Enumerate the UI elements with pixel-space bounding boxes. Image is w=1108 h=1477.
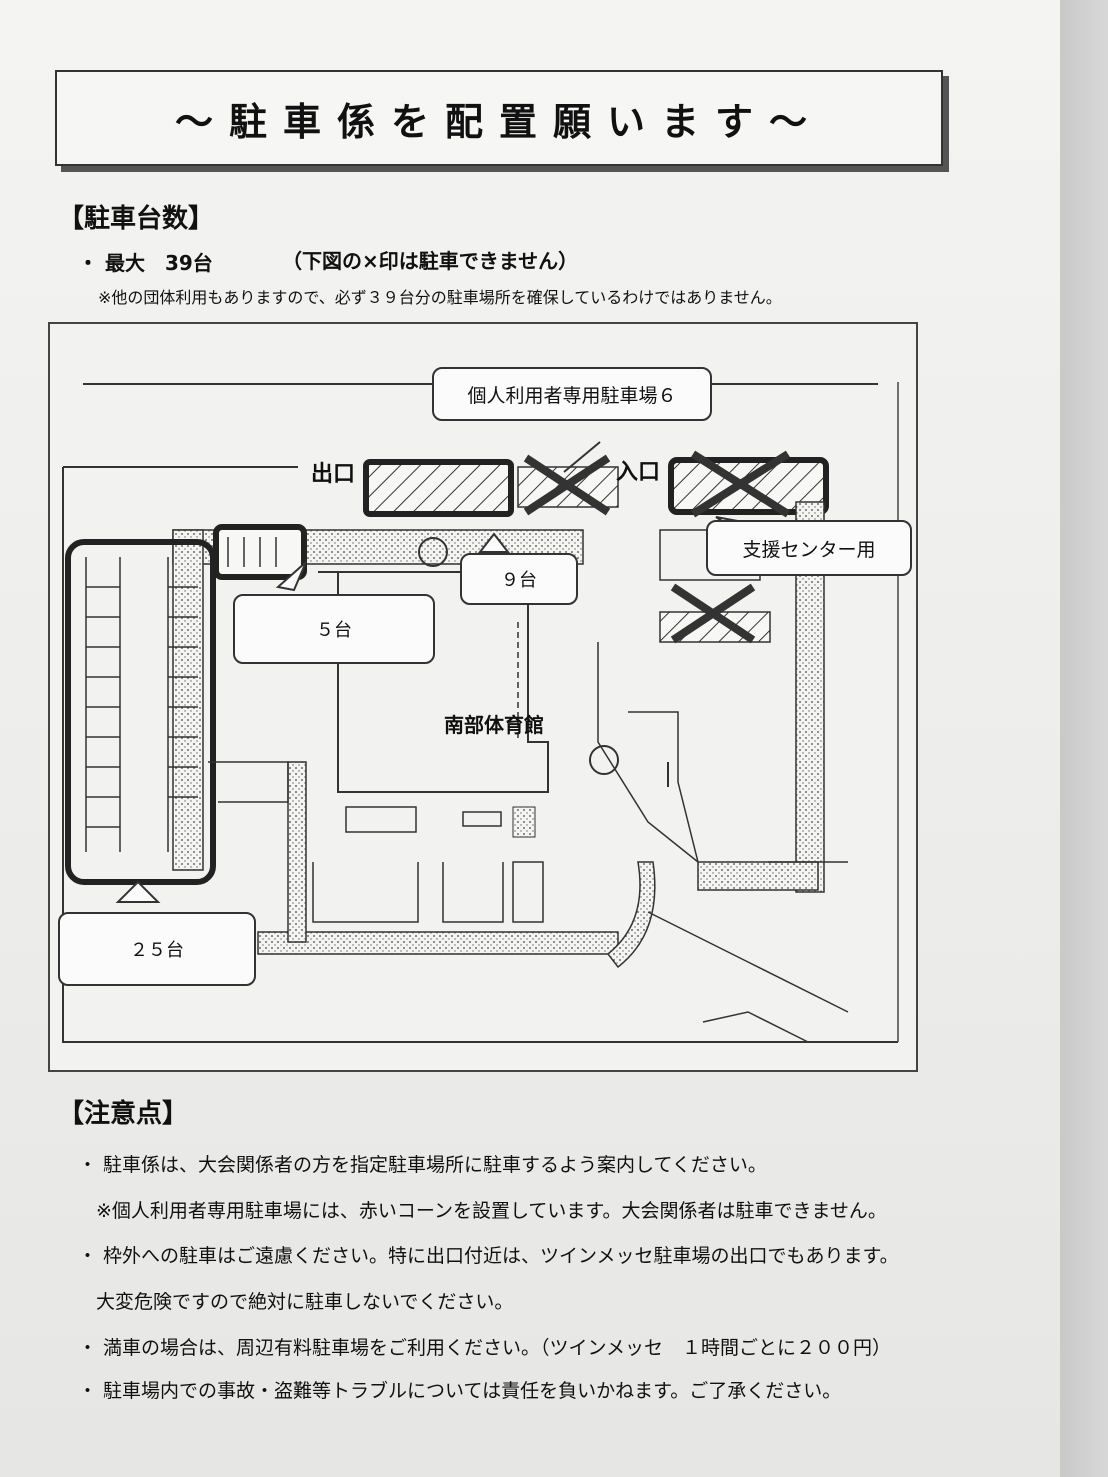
page-title: ～駐車係を配置願います～ [174, 98, 823, 144]
caution-2-cont: 大変危険ですので絶対に駐車しないでください。 [96, 1291, 514, 1313]
x-mark-note: （下図の×印は駐車できません） [282, 249, 579, 273]
map-drawing [62, 382, 899, 1043]
caution-1-note: ※個人利用者専用駐車場には、赤いコーンを設置しています。大会関係者は駐車できませ… [96, 1200, 887, 1222]
caution-4: ・ 駐車場内での事故・盗難等トラブルについては責任を負いかねます。ご了承ください… [78, 1380, 842, 1402]
page-edge-shadow [1060, 0, 1108, 1477]
caution-2: ・ 枠外への駐車はご遠慮ください。特に出口付近は、ツインメッセ駐車場の出口でもあ… [78, 1245, 899, 1267]
lot-25-callout: ２５台 [58, 912, 256, 986]
caution-3: ・ 満車の場合は、周辺有料駐車場をご利用ください。（ツインメッセ １時間ごとに２… [78, 1337, 891, 1359]
exit-parking-strip [363, 459, 514, 517]
building-label: 南部体育館 [444, 713, 544, 737]
other-groups-note: ※他の団体利用もありますので、必ず３９台分の駐車場所を確保しているわけではありま… [98, 288, 782, 307]
title-box: ～駐車係を配置願います～ [55, 70, 943, 166]
lot-9-callout: ９台 [460, 553, 578, 605]
parking-heading: 【駐車台数】 [58, 204, 215, 234]
caution-1: ・ 駐車係は、大会関係者の方を指定駐車場所に駐車するよう案内してください。 [78, 1154, 767, 1176]
entrance-label: 入口 [616, 460, 661, 485]
lot-5-callout: ５台 [233, 594, 435, 664]
cautions-heading: 【注意点】 [58, 1099, 189, 1129]
exit-label: 出口 [311, 462, 356, 487]
lot-25-area [65, 539, 216, 885]
personal-lot-callout: 個人利用者専用駐車場６ [432, 367, 712, 421]
max-parking: ・ 最大 39台 [78, 251, 213, 275]
support-center-callout: 支援センター用 [706, 520, 912, 576]
